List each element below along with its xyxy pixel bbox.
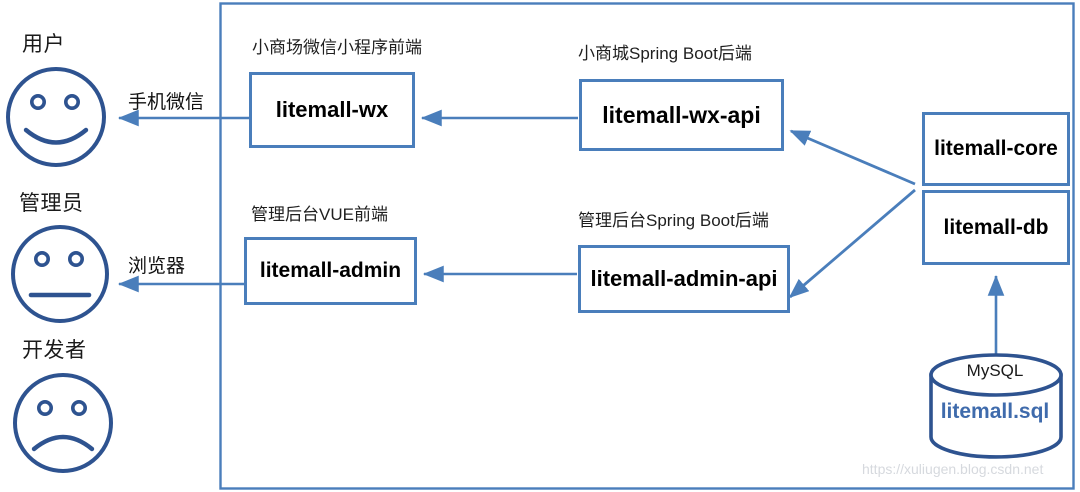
actor-label-developer: 开发者	[22, 339, 87, 362]
actor-label-admin: 管理员	[19, 192, 84, 215]
caption-admin-api: 管理后台Spring Boot后端	[578, 211, 769, 230]
node-litemall-admin[interactable]: litemall-admin	[244, 237, 417, 305]
actor-label-user: 用户	[22, 33, 65, 56]
node-litemall-core[interactable]: litemall-core	[922, 112, 1070, 186]
node-litemall-wx[interactable]: litemall-wx	[249, 72, 415, 148]
mysql-cylinder-icon	[929, 353, 1063, 459]
arrow-db-to-adminapi	[788, 188, 916, 299]
mysql-engine-label: MySQL	[966, 361, 1024, 380]
user-smile-face-icon	[6, 67, 106, 167]
node-litemall-wx-api[interactable]: litemall-wx-api	[579, 79, 784, 151]
watermark-url: https://xuliugen.blog.csdn.net	[862, 461, 1044, 477]
node-litemall-db[interactable]: litemall-db	[922, 190, 1070, 265]
caption-admin: 管理后台VUE前端	[251, 205, 388, 224]
system-boundary-box	[219, 2, 1075, 490]
caption-wx-api: 小商城Spring Boot后端	[578, 44, 752, 63]
developer-sad-face-icon	[13, 373, 113, 473]
caption-wx: 小商场微信小程序前端	[252, 38, 422, 57]
node-litemall-admin-api[interactable]: litemall-admin-api	[578, 245, 790, 313]
edge-label-wechat: 手机微信	[128, 92, 205, 113]
edge-label-browser: 浏览器	[128, 256, 186, 277]
arrow-core-to-wxapi	[789, 129, 916, 186]
mysql-file-label: litemall.sql	[940, 400, 1050, 423]
admin-neutral-face-icon	[11, 225, 109, 323]
